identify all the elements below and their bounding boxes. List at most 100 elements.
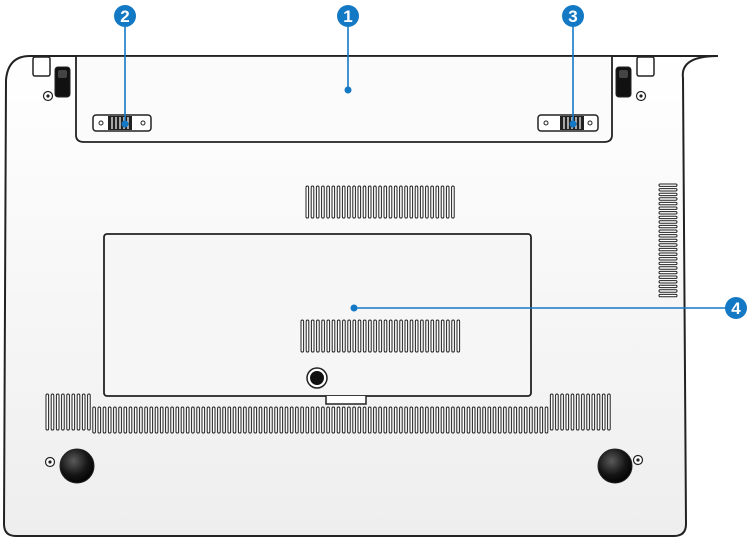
vent-slot: [306, 407, 309, 433]
vent-slot: [659, 198, 677, 200]
vent-slot: [421, 320, 424, 352]
compartment-latch: [326, 396, 366, 404]
vent-slot: [223, 407, 226, 433]
vent-slot: [659, 202, 677, 204]
screw-icon: [637, 92, 646, 101]
vent-slot: [395, 320, 398, 352]
vent-slot: [186, 407, 189, 433]
vent-slot: [384, 320, 387, 352]
vent-slot: [400, 186, 403, 218]
vent-slot: [114, 407, 117, 433]
vent-slot: [582, 394, 585, 430]
vent-slot: [571, 394, 574, 430]
callout-badge-3: 3: [562, 5, 584, 27]
vent-slot: [436, 186, 439, 218]
vent-slot: [659, 262, 677, 264]
vent-slot: [379, 407, 382, 433]
vent-slot: [441, 407, 444, 433]
rubber-foot: [598, 449, 632, 483]
vent-slot: [363, 320, 366, 352]
vent-slot: [358, 186, 361, 218]
vent-slot: [348, 186, 351, 218]
vent-slot: [353, 186, 356, 218]
callout-number: 1: [343, 7, 352, 26]
vent-slot: [608, 394, 611, 430]
vent-slot: [108, 407, 111, 433]
vent-slot: [62, 394, 65, 430]
vent-slot: [659, 239, 677, 241]
vent-slot: [218, 407, 221, 433]
vent-slot: [452, 186, 455, 218]
vent-slot: [332, 407, 335, 433]
vent-slot: [446, 407, 449, 433]
vent-slot: [369, 320, 372, 352]
vent-slot: [659, 294, 677, 296]
vent-slot: [415, 407, 418, 433]
vent-slot: [296, 407, 299, 433]
vent-slot: [478, 407, 481, 433]
battery-lock-manual[interactable]: [538, 115, 598, 131]
vent-slot: [348, 407, 351, 433]
vent-slot: [659, 216, 677, 218]
vent-slot: [145, 407, 148, 433]
vent-slot: [405, 320, 408, 352]
vent-slot: [301, 407, 304, 433]
vent-slot: [129, 407, 132, 433]
vent-slot: [462, 407, 465, 433]
vent-slot: [202, 407, 205, 433]
vent-slot: [394, 186, 397, 218]
top-vent: [306, 186, 454, 218]
vent-slot: [415, 320, 418, 352]
vent-slot: [659, 244, 677, 246]
vent-slot: [457, 407, 460, 433]
vent-slot: [155, 407, 158, 433]
vent-slot: [467, 407, 470, 433]
vent-slot: [181, 407, 184, 433]
vent-slot: [509, 407, 512, 433]
vent-slot: [441, 320, 444, 352]
screw-icon: [634, 456, 643, 465]
vent-slot: [597, 394, 600, 430]
callout-number: 2: [120, 7, 129, 26]
vent-slot: [659, 235, 677, 237]
vent-slot: [228, 407, 231, 433]
vent-slot: [316, 407, 319, 433]
vent-slot: [264, 407, 267, 433]
vent-slot: [368, 186, 371, 218]
vent-slot: [254, 407, 257, 433]
vent-slot: [374, 320, 377, 352]
vent-slot: [400, 320, 403, 352]
vent-slot: [275, 407, 278, 433]
vent-slot: [431, 407, 434, 433]
vent-slot: [420, 407, 423, 433]
vent-slot: [160, 407, 163, 433]
vent-slot: [659, 248, 677, 250]
vent-slot: [244, 407, 247, 433]
vent-slot: [327, 186, 330, 218]
vent-slot: [389, 407, 392, 433]
vent-slot: [415, 186, 418, 218]
vent-slot: [493, 407, 496, 433]
vent-slot: [176, 407, 179, 433]
vent-slot: [659, 285, 677, 287]
vent-slot: [306, 186, 309, 218]
vent-slot: [488, 407, 491, 433]
vent-slot: [311, 407, 314, 433]
callout-badge-1: 1: [337, 5, 359, 27]
vent-slot: [285, 407, 288, 433]
vent-slot: [530, 407, 533, 433]
vent-slot: [197, 407, 200, 433]
vent-slot: [51, 394, 54, 430]
vent-slot: [457, 320, 460, 352]
vent-slot: [659, 189, 677, 191]
vent-slot: [316, 186, 319, 218]
vent-slot: [566, 394, 569, 430]
vent-slot: [410, 320, 413, 352]
vent-slot: [452, 407, 455, 433]
vent-slot: [301, 320, 304, 352]
vent-slot: [446, 186, 449, 218]
vent-slot: [472, 407, 475, 433]
screw-icon: [46, 458, 55, 467]
vent-slot: [389, 320, 392, 352]
